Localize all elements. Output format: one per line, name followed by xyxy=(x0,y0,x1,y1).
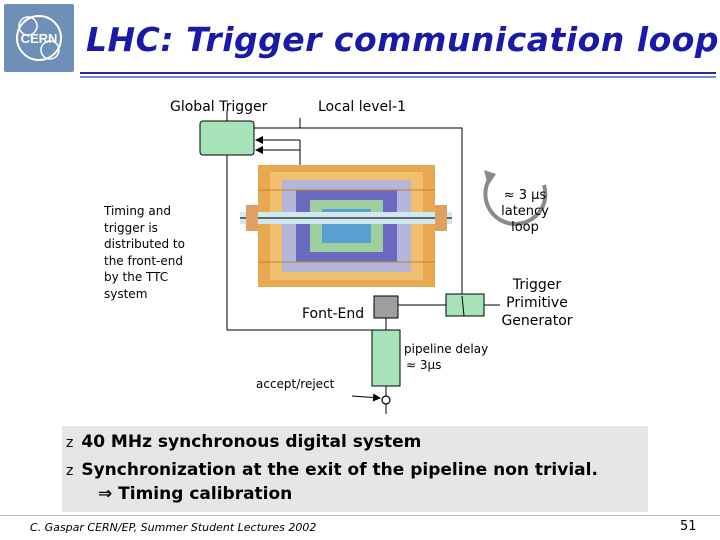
trigger-loop-diagram xyxy=(199,111,548,414)
bullet-mark-2: z xyxy=(66,463,74,479)
tpg-box xyxy=(445,293,485,317)
front-end-label: Font-End xyxy=(302,306,365,322)
footer-author: C. Gaspar CERN/EP, Summer Student Lectur… xyxy=(30,521,317,534)
accept-reject-arrow xyxy=(351,393,381,402)
footer-rule xyxy=(0,515,720,516)
logo-text: CERN xyxy=(21,31,58,46)
slide-title: LHC: Trigger communication loop xyxy=(86,20,720,59)
latency-arrow-head xyxy=(484,170,496,186)
global-trigger-label: Global Trigger xyxy=(170,99,268,115)
page-number: 51 xyxy=(680,519,697,534)
latency-loop-arrow xyxy=(483,176,548,226)
loop-line-right xyxy=(254,127,463,296)
title-rule-secondary xyxy=(80,76,716,78)
pipeline-box xyxy=(371,329,401,387)
front-end-box xyxy=(373,295,399,319)
cern-logo-icon: CERN xyxy=(16,15,62,61)
pipeline-switch xyxy=(381,395,391,405)
title-rule xyxy=(80,72,716,74)
bullet-3: ⇒ Timing calibration xyxy=(98,484,293,504)
timing-text: Timing and trigger is distributed to the… xyxy=(104,204,185,301)
cern-logo: CERN xyxy=(4,4,74,72)
bullet-mark-1: z xyxy=(66,435,74,451)
local-level1-label: Local level-1 xyxy=(318,99,406,115)
detector-image xyxy=(240,165,452,287)
latency-label: ≈ 3 µs latency loop xyxy=(501,188,549,235)
tpg-label: Trigger Primitive Generator xyxy=(501,277,573,329)
loop-line-left xyxy=(226,155,372,331)
accept-reject-label: accept/reject xyxy=(256,377,335,391)
global-trigger-box xyxy=(199,120,255,156)
pipeline-label: pipeline delay ≈ 3µs xyxy=(404,342,489,372)
